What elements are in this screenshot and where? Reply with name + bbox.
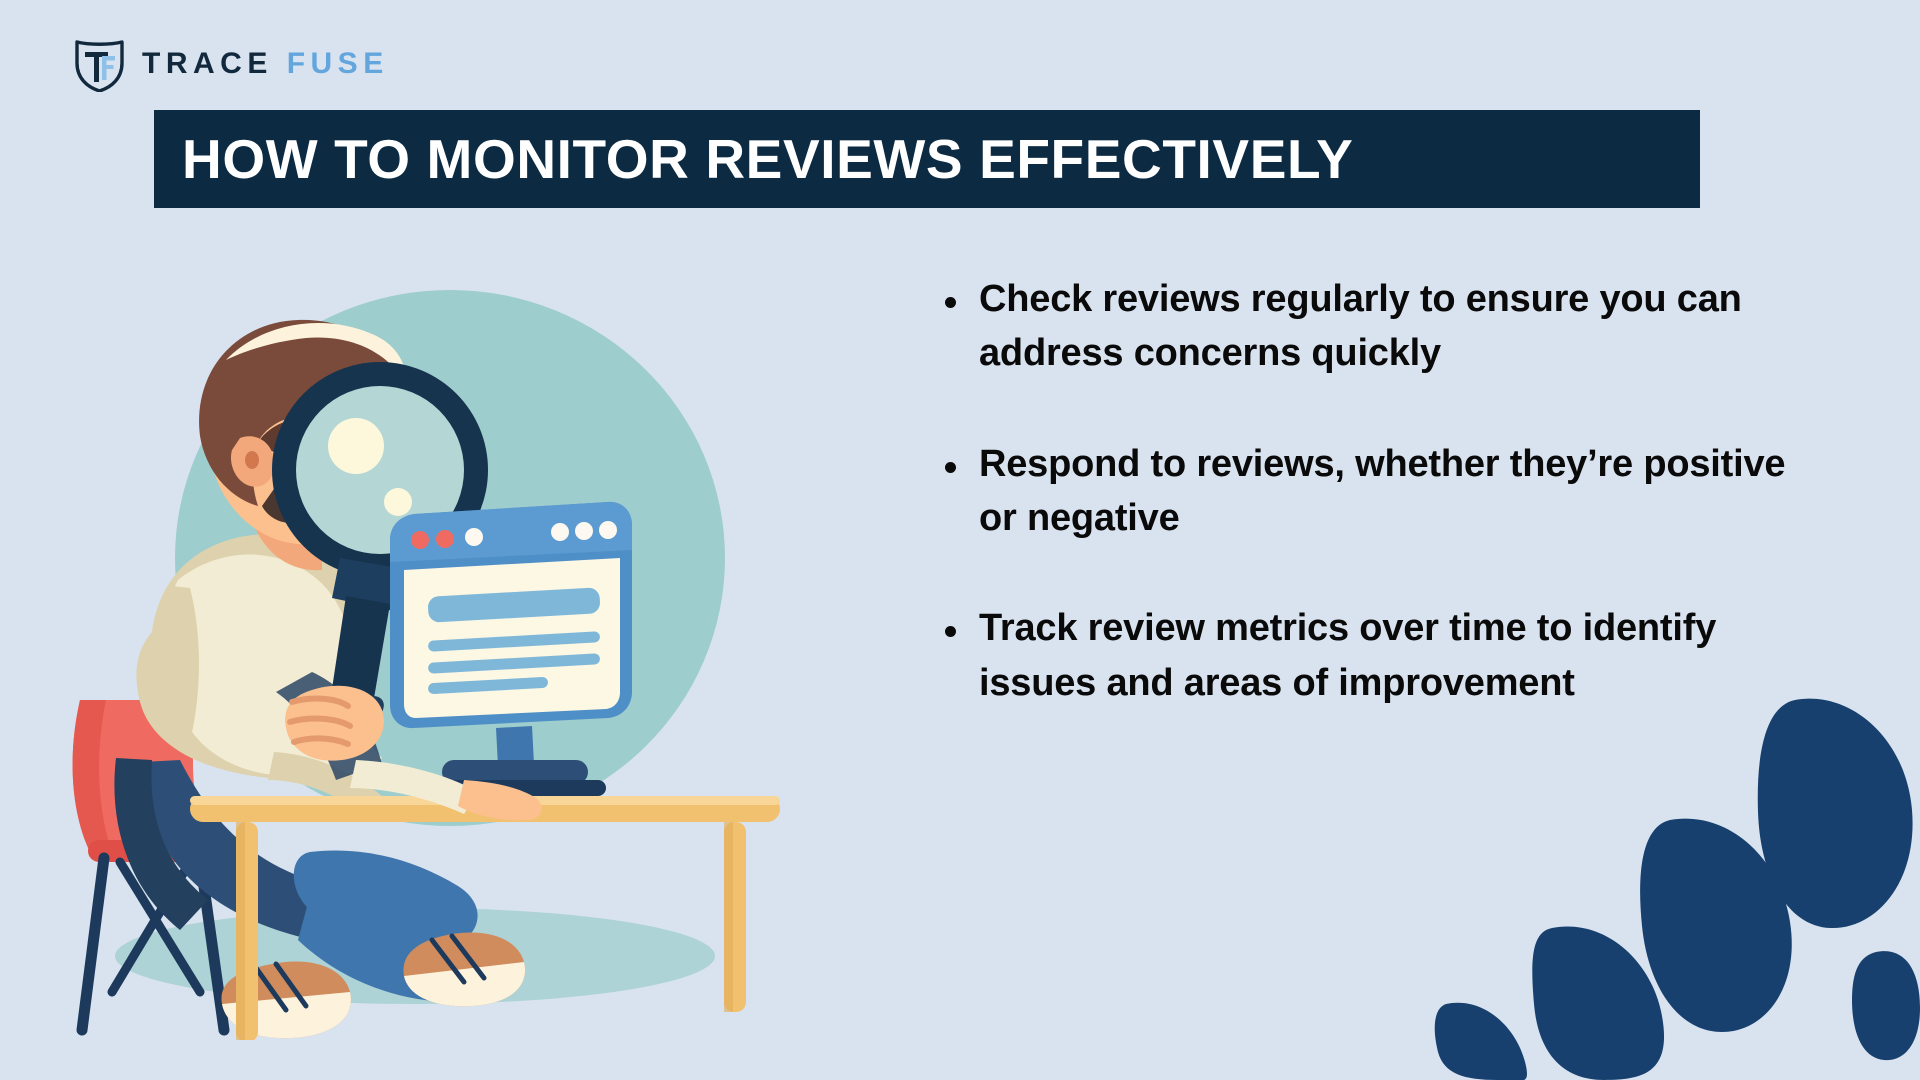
monitor-dot-white-r1 bbox=[551, 523, 569, 541]
blue-petal-shapes bbox=[1434, 698, 1920, 1080]
monitor-dot-white-r3 bbox=[599, 521, 617, 539]
bullet-dot-icon bbox=[945, 461, 956, 473]
screen-line-2 bbox=[428, 653, 600, 674]
hand-on-handle bbox=[285, 685, 384, 761]
brand-name-primary: TRACE bbox=[142, 47, 273, 80]
blue-jeans bbox=[114, 758, 478, 1003]
desktop-monitor-icon bbox=[390, 501, 632, 796]
brand-name-secondary: FUSE bbox=[286, 47, 389, 80]
brand-logo[interactable]: TRACE FUSE bbox=[74, 36, 389, 92]
person-inspecting-reviews-on-monitor-illustration bbox=[72, 290, 780, 1040]
brand-wordmark: TRACE FUSE bbox=[142, 47, 389, 81]
list-item: Check reviews regularly to ensure you ca… bbox=[945, 272, 1805, 381]
bullet-text: Check reviews regularly to ensure you ca… bbox=[979, 278, 1742, 375]
screen-block bbox=[428, 587, 600, 623]
monitor-dot-white bbox=[465, 528, 483, 546]
screen-line-1 bbox=[428, 631, 600, 652]
bullet-dot-icon bbox=[945, 297, 956, 308]
bullet-list: Check reviews regularly to ensure you ca… bbox=[945, 272, 1805, 710]
title-banner: HOW TO MONITOR REVIEWS EFFECTIVELY bbox=[154, 110, 1700, 208]
bullet-dot-icon bbox=[945, 626, 956, 638]
bullet-text: Track review metrics over time to identi… bbox=[979, 607, 1717, 704]
page-title: HOW TO MONITOR REVIEWS EFFECTIVELY bbox=[182, 128, 1354, 190]
forearm-on-desk bbox=[350, 760, 542, 821]
monitor-dot-red-1 bbox=[411, 531, 429, 549]
shield-tf-monogram-icon bbox=[75, 40, 124, 92]
list-item: Respond to reviews, whether they’re posi… bbox=[945, 437, 1805, 546]
bullet-text: Respond to reviews, whether they’re posi… bbox=[979, 442, 1786, 539]
screen-line-3 bbox=[428, 676, 548, 695]
monitor-dot-white-r2 bbox=[575, 522, 593, 540]
monitor-dot-red-2 bbox=[436, 530, 454, 548]
list-item: Track review metrics over time to identi… bbox=[945, 601, 1805, 710]
